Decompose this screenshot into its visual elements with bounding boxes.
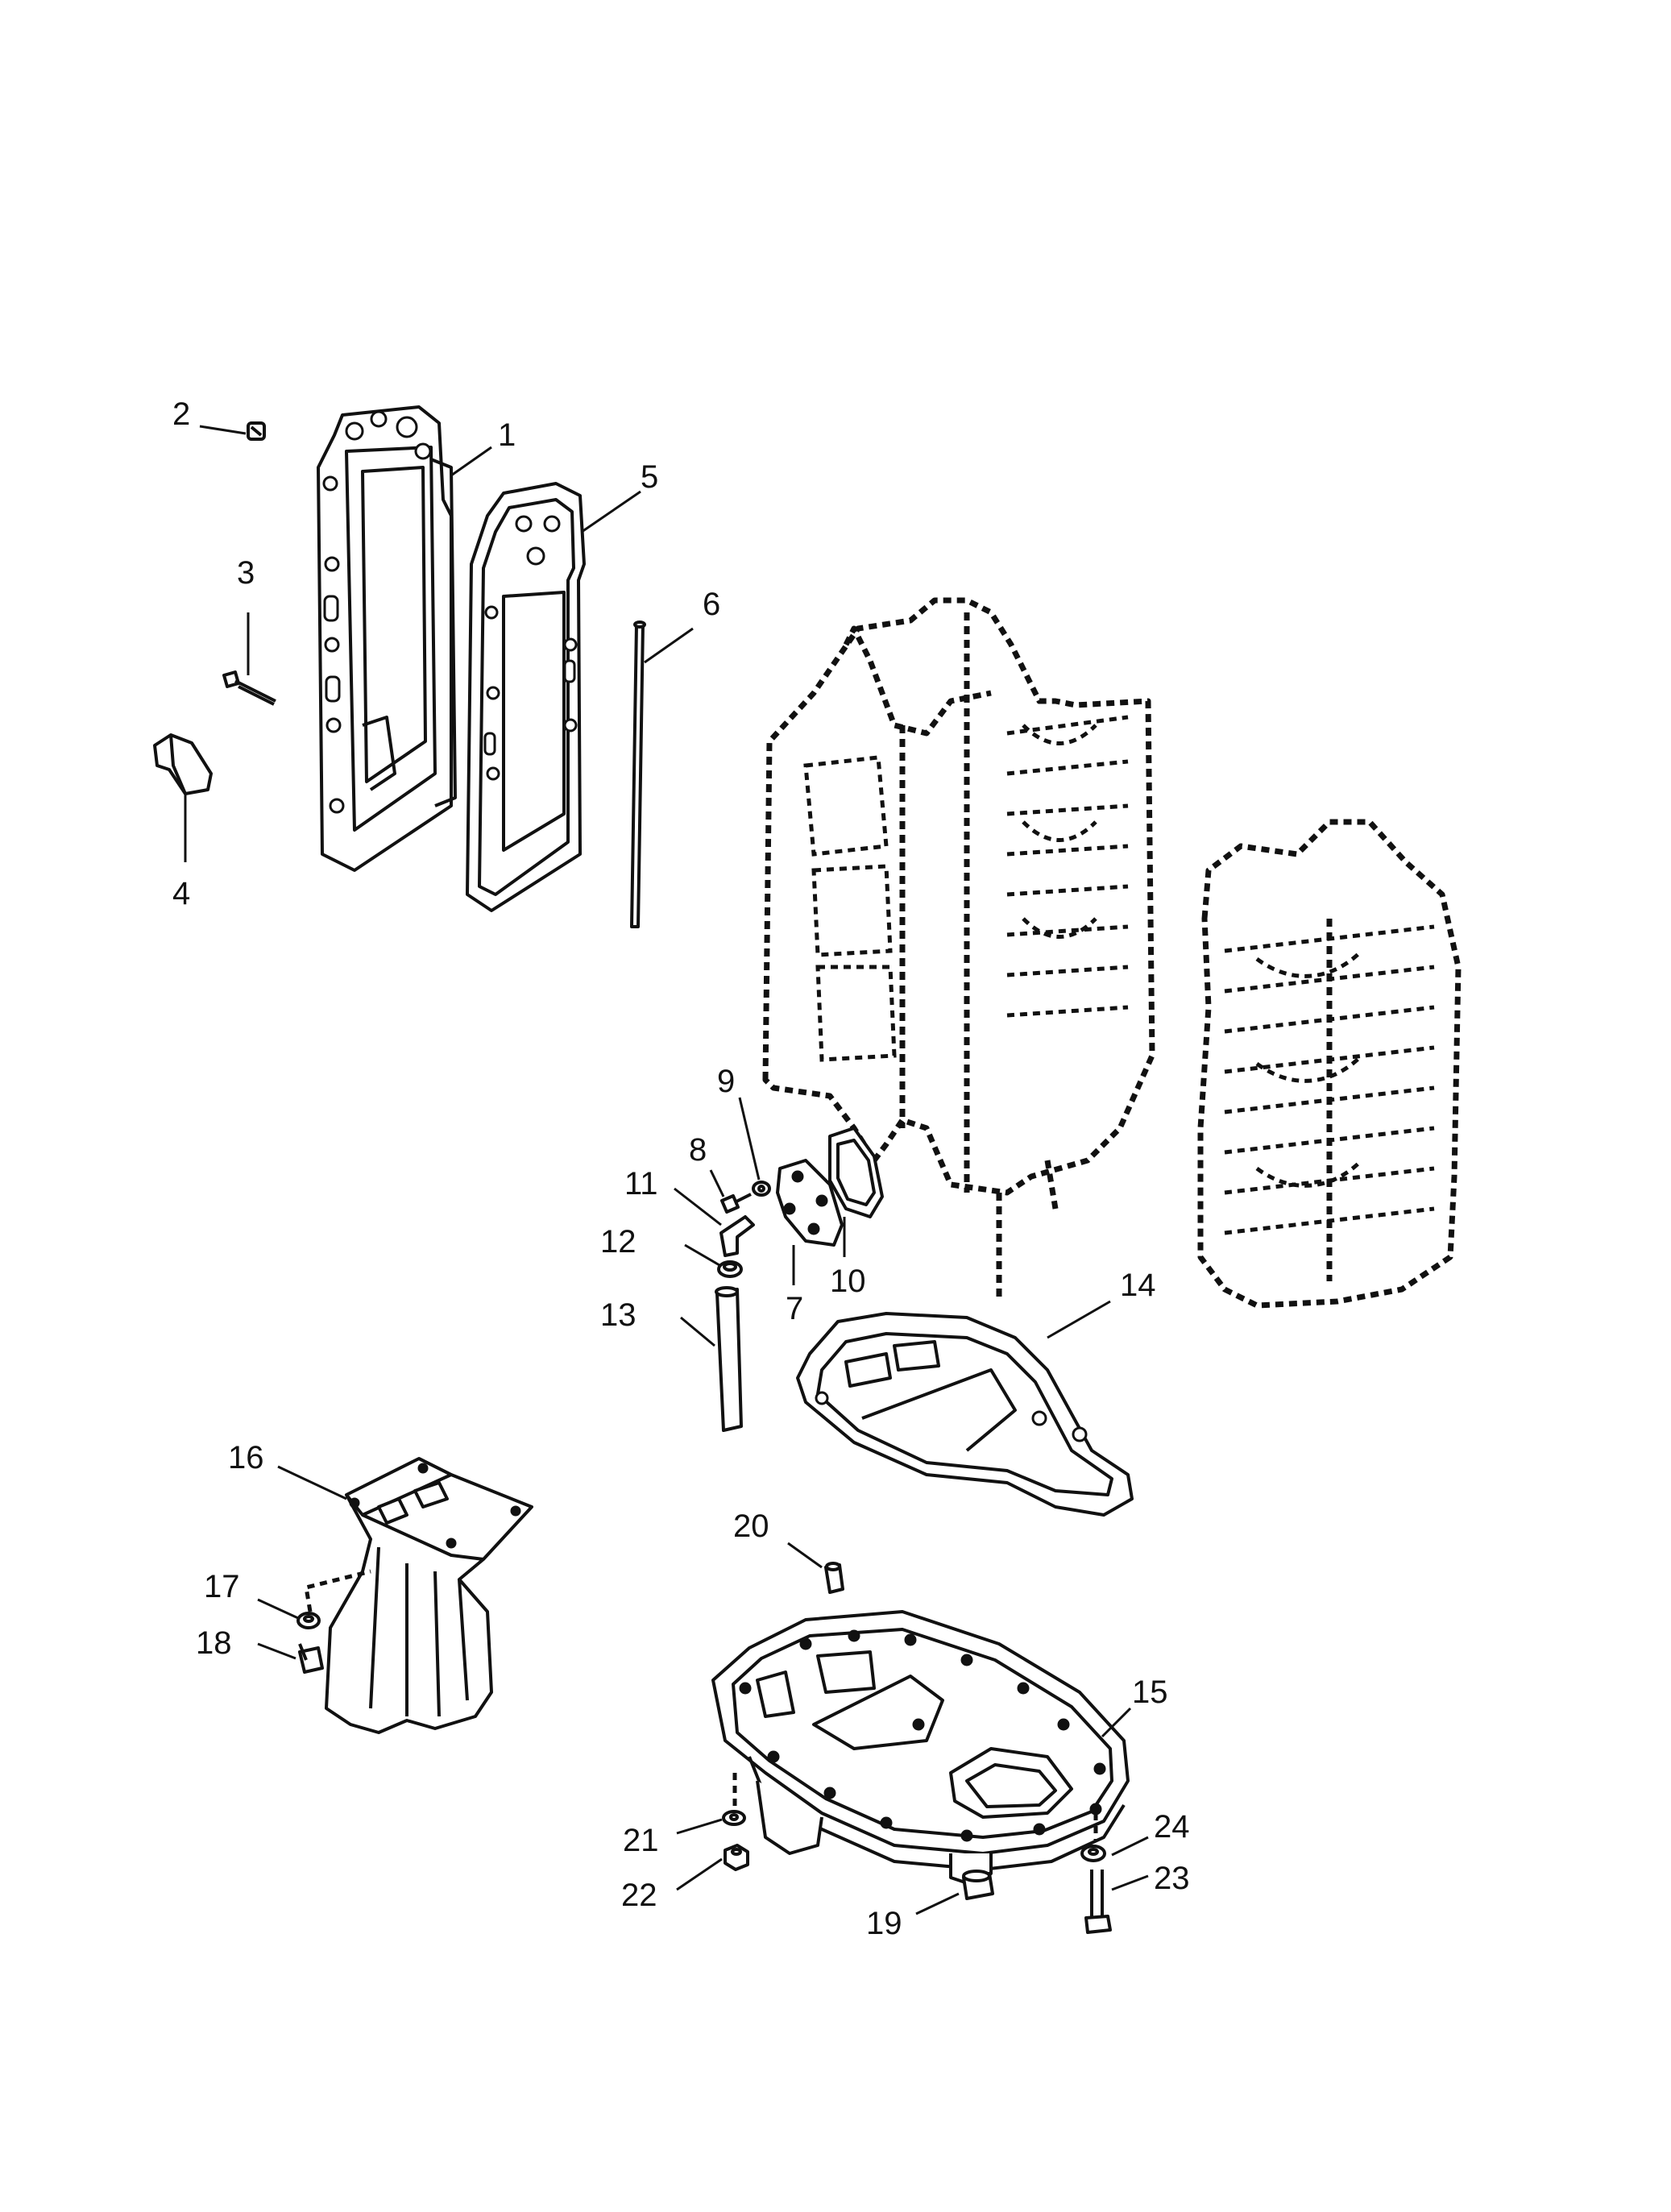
callout-10: 10 xyxy=(830,1264,866,1299)
callout-20: 20 xyxy=(733,1509,769,1544)
callout-24: 24 xyxy=(1154,1809,1190,1845)
part-2-plug xyxy=(247,421,266,441)
part-12-grommet xyxy=(717,1260,743,1278)
part-10-gasket xyxy=(828,1127,884,1218)
part-21-washer xyxy=(722,1810,746,1826)
callout-2: 2 xyxy=(172,396,190,432)
callout-8: 8 xyxy=(689,1132,707,1168)
part-20-dowel-pin xyxy=(824,1562,844,1594)
callout-5: 5 xyxy=(641,459,658,495)
callout-15: 15 xyxy=(1132,1675,1168,1710)
callout-16: 16 xyxy=(228,1440,264,1475)
callout-13: 13 xyxy=(600,1297,636,1333)
callout-1: 1 xyxy=(498,417,516,453)
callout-3: 3 xyxy=(237,555,255,591)
part-22-nut xyxy=(724,1844,749,1871)
callout-21: 21 xyxy=(623,1823,659,1858)
callout-22: 22 xyxy=(621,1878,657,1913)
callout-4: 4 xyxy=(172,876,190,911)
part-6-seal-strip xyxy=(630,620,646,928)
callout-9: 9 xyxy=(717,1064,735,1099)
callout-19: 19 xyxy=(866,1906,902,1941)
part-3-screw xyxy=(222,670,276,706)
part-16-exhaust-tube xyxy=(325,1457,533,1734)
part-7-cover xyxy=(776,1159,844,1247)
callout-6: 6 xyxy=(703,587,720,622)
engine-block-reference xyxy=(762,597,1155,1297)
part-14-gasket xyxy=(796,1312,1134,1517)
callout-18: 18 xyxy=(196,1625,232,1661)
part-9-washer xyxy=(752,1181,771,1197)
callout-17: 17 xyxy=(204,1569,240,1604)
callout-11: 11 xyxy=(624,1166,658,1201)
part-15-adaptor-plate xyxy=(711,1610,1130,1887)
part-18-bolt xyxy=(298,1643,324,1674)
callout-12: 12 xyxy=(600,1224,636,1260)
part-8-screw xyxy=(720,1193,752,1214)
callout-7: 7 xyxy=(786,1291,803,1326)
part-5-gasket xyxy=(466,482,586,912)
callout-14: 14 xyxy=(1120,1268,1156,1303)
part-24-washer xyxy=(1080,1845,1106,1862)
callout-23: 23 xyxy=(1154,1861,1190,1896)
part-4-clip xyxy=(153,733,213,795)
part-19-bushing xyxy=(962,1870,994,1900)
part-11-elbow-fitting xyxy=(719,1215,755,1257)
part-13-hose xyxy=(715,1286,743,1432)
bolt-alignment-line xyxy=(304,1569,371,1612)
callout-labels: 1 2 3 4 5 6 7 8 9 10 11 12 13 14 15 16 1… xyxy=(172,396,1190,1941)
cylinder-head-reference xyxy=(1197,819,1462,1309)
part-23-bolt xyxy=(1084,1870,1112,1934)
part-17-washer xyxy=(296,1612,321,1629)
leader-lines xyxy=(184,425,1149,1915)
part-1-exhaust-cover xyxy=(317,405,457,872)
